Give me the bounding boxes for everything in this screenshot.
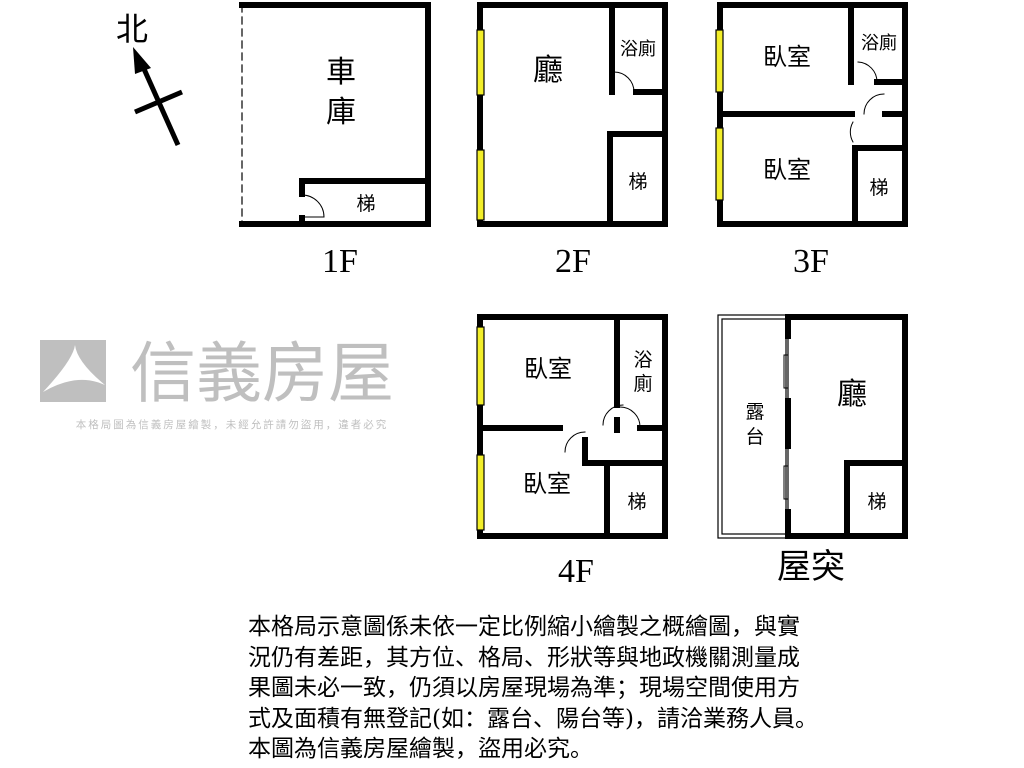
note-line: 本格局示意圖係未依一定比例縮小繪製之概繪圖，與實 (248, 614, 800, 640)
room-label: 浴廁 (861, 32, 897, 54)
floor-label-roof: 屋突 (777, 548, 845, 586)
note-line: 況仍有差距，其方位、格局、形狀等與地政機關測量成 (248, 644, 800, 671)
room-label: 浴廁 (620, 38, 656, 60)
floor-2f (477, 2, 668, 227)
window (715, 29, 724, 93)
note-line: 本圖為信義房屋繪製，盜用必究。 (248, 736, 593, 762)
door-swing-icon (863, 93, 885, 115)
floor-roof (717, 314, 908, 539)
floor-label-2f: 2F (555, 243, 591, 280)
compass-label: 北 (116, 10, 148, 48)
door-swing-icon (857, 61, 878, 83)
floor-1f (239, 2, 431, 227)
note-line: 果圖未必一致，仍須以房屋現場為準；現場空間使用方 (248, 675, 800, 701)
window (476, 454, 485, 531)
disclaimer-note: 本格局示意圖係未依一定比例縮小繪製之概繪圖，與實 況仍有差距，其方位、格局、形狀… (248, 612, 928, 765)
window (476, 149, 485, 221)
door-swing-icon (849, 121, 854, 143)
watermark-brand: 信義房屋 (130, 335, 394, 412)
door-swing-icon (613, 71, 635, 93)
floor-label-4f: 4F (558, 553, 594, 590)
floor-label-1f: 1F (322, 243, 358, 280)
window (476, 326, 485, 406)
sliding-door-icon (783, 354, 789, 389)
room-label: 臥室 (763, 43, 811, 71)
door-swing-icon (301, 194, 325, 218)
window (476, 29, 485, 96)
window (715, 127, 724, 201)
room-label: 台 (745, 426, 764, 448)
door-swing-icon (564, 431, 586, 453)
north-compass: 北 (116, 10, 183, 147)
room-label: 臥室 (524, 355, 572, 383)
watermark-notice: 本格局圖為信義房屋繪製，未經允許請勿盜用，違者必究 (76, 418, 389, 431)
room-label: 廳 (837, 377, 867, 412)
room-label: 廁 (633, 372, 652, 395)
arrow-head-icon (133, 47, 151, 74)
note-line: 式及面積有無登記(如：露台、陽台等)，請洽業務人員。 (248, 705, 818, 732)
room-label: 梯 (356, 193, 375, 215)
room-label: 浴 (633, 349, 652, 371)
room-label: 露 (745, 401, 764, 423)
door-swing-icon (602, 404, 641, 428)
brand-logo-curve (43, 345, 105, 392)
room-label: 梯 (627, 491, 646, 513)
room-label: 廳 (533, 53, 563, 88)
floor-3f (717, 2, 908, 227)
watermark: 信義房屋 本格局圖為信義房屋繪製，未經允許請勿盜用，違者必究 (40, 335, 394, 431)
windows (476, 29, 724, 531)
room-label: 梯 (628, 171, 647, 193)
room-label: 臥室 (523, 470, 571, 498)
room-label: 庫 (326, 95, 356, 130)
room-label: 臥室 (763, 156, 811, 184)
floor-4f (477, 314, 668, 539)
compass-crossbar (134, 89, 183, 115)
floor-label-3f: 3F (793, 243, 829, 280)
room-label: 梯 (869, 177, 888, 199)
room-label: 車 (326, 55, 356, 90)
room-label: 梯 (867, 491, 886, 513)
sliding-door-icon (783, 465, 789, 500)
